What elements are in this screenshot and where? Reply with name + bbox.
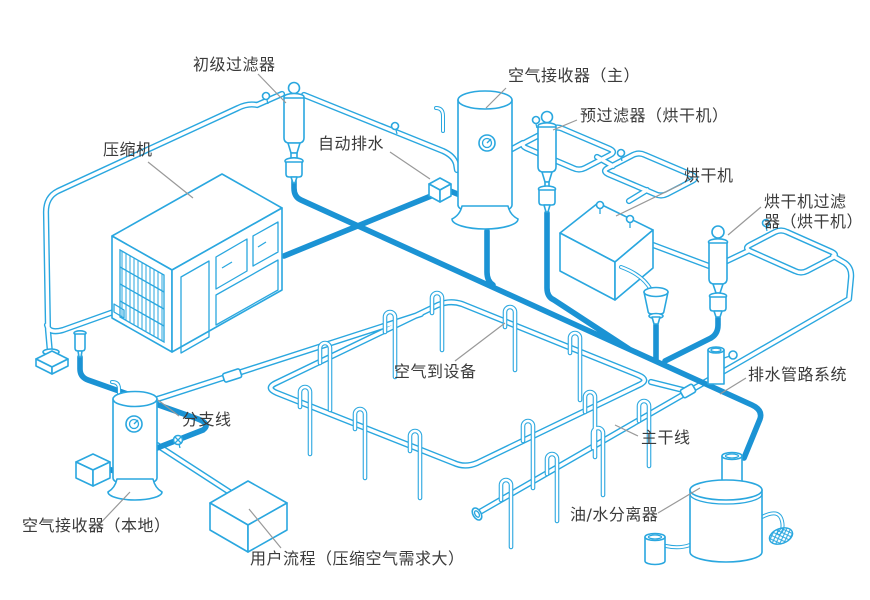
local-auto-drain-box [75, 453, 111, 487]
air-receiver-main-tank [451, 90, 519, 230]
pressure-gauge [125, 415, 143, 433]
label-oil-water-separator: 油/水分离器 [570, 505, 659, 524]
label-auto-drain: 自动排水 [318, 134, 385, 153]
branch-shutoff-valve [172, 434, 184, 446]
label-primary-filter: 初级过滤器 [193, 55, 276, 74]
separator-can [644, 532, 666, 566]
dryer-filter [707, 225, 729, 318]
label-user-process: 用户流程（压缩空气需求大） [250, 549, 465, 568]
label-compressor: 压缩机 [103, 140, 153, 159]
drain-standpipe [707, 346, 738, 385]
oil-water-separator [644, 451, 794, 566]
label-pre-filter-dryer: 预过滤器（烘干机） [580, 106, 729, 125]
pre-filter [537, 110, 557, 213]
label-dryer-filter-line1: 烘干机过滤 [764, 192, 847, 211]
label-dryer: 烘干机 [684, 166, 734, 185]
compressor-unit [111, 173, 283, 354]
user-process-box [209, 480, 288, 553]
label-air-receiver-main: 空气接收器（主） [508, 66, 641, 85]
label-leader-lines [91, 73, 762, 549]
air-receiver-local-tank [107, 390, 163, 501]
label-air-receiver-local: 空气接收器（本地） [22, 516, 171, 535]
compressor-drain-valve [73, 329, 87, 358]
pressure-gauge [478, 134, 496, 152]
label-main-line: 主干线 [641, 428, 691, 447]
main-line-end-cap [471, 507, 483, 521]
auto-drain-box [428, 177, 452, 203]
pipe-stand-foot [35, 348, 69, 375]
primary-filter [283, 81, 305, 184]
pipe-valves [172, 91, 771, 521]
label-branch-line: 分支线 [182, 410, 232, 429]
label-drain-piping-system: 排水管路系统 [748, 365, 848, 384]
label-air-to-equipment: 空气到设备 [394, 362, 477, 381]
dryer-box [559, 202, 654, 301]
label-dryer-filter-line2: 器（烘干机） [764, 212, 864, 231]
floor-drain-grate [768, 527, 794, 545]
dryer-drain-device [643, 286, 669, 325]
